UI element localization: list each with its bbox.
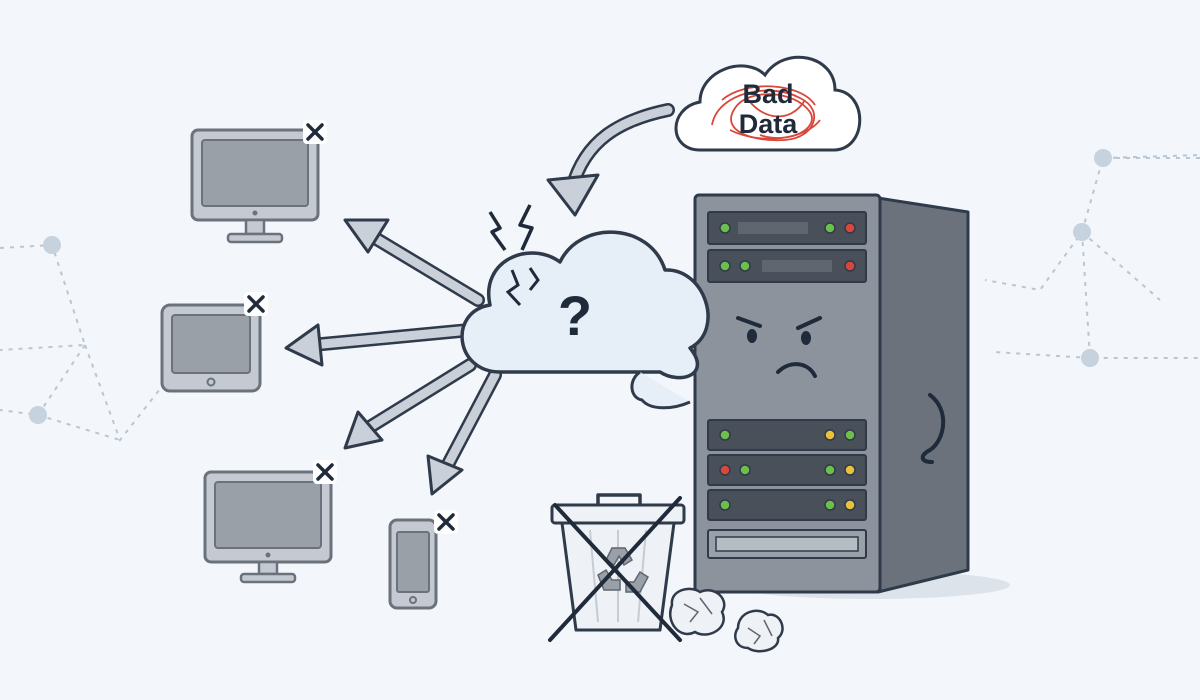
server-icon xyxy=(693,193,1010,599)
server-face xyxy=(736,316,822,378)
question-mark: ? xyxy=(558,284,592,347)
x-mark-icon xyxy=(434,510,458,534)
bad-data-bubble: Bad Data xyxy=(674,55,862,152)
drive-bay xyxy=(707,419,867,451)
tablet-icon xyxy=(160,303,262,393)
drive-bay xyxy=(707,529,867,559)
drive-bay xyxy=(707,454,867,486)
network-nodes xyxy=(29,149,1112,424)
crumpled-paper-icon xyxy=(734,609,784,653)
bubble-line-1: Bad xyxy=(742,79,793,109)
bubble-line-2: Data xyxy=(739,109,799,139)
trash-can-icon xyxy=(548,493,686,642)
drive-bay xyxy=(707,489,867,521)
x-mark-icon xyxy=(303,120,327,144)
arrow-icon xyxy=(343,218,485,307)
arrow-icon xyxy=(343,358,477,450)
arrow-icon xyxy=(284,323,477,367)
smartphone-icon xyxy=(388,518,438,610)
monitor-icon xyxy=(203,470,333,584)
drive-bay xyxy=(707,249,867,283)
crumpled-paper-icon xyxy=(669,587,726,636)
drive-bay xyxy=(707,211,867,245)
server-eyes xyxy=(747,329,811,345)
curved-arrow-icon xyxy=(546,103,675,217)
x-mark-icon xyxy=(313,460,337,484)
arrow-icon xyxy=(426,368,502,496)
cloud-icon: ? xyxy=(460,230,710,410)
monitor-icon xyxy=(190,128,320,244)
x-mark-icon xyxy=(244,292,268,316)
scribble-icon xyxy=(711,85,821,142)
distribution-arrows xyxy=(284,218,502,496)
